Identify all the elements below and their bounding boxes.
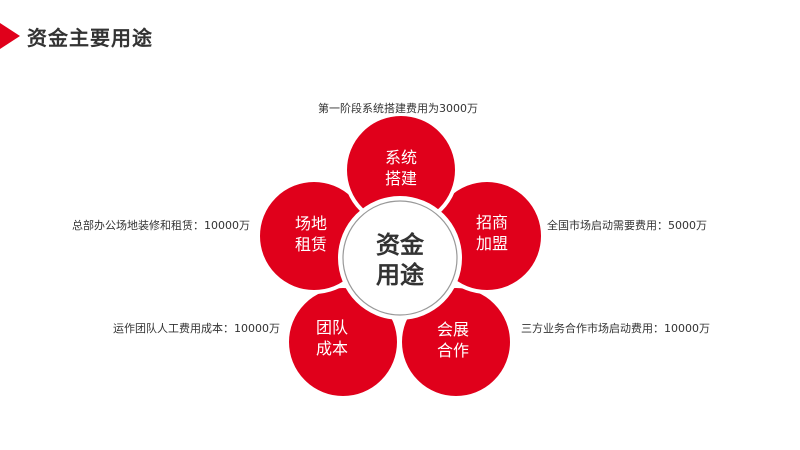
center-label: 资金用途 bbox=[376, 231, 424, 289]
page-title: 资金主要用途 bbox=[27, 26, 153, 50]
petal-franchise: 招商加盟 bbox=[475, 213, 508, 253]
title-marker-icon bbox=[0, 23, 20, 49]
petal-venue: 场地租赁 bbox=[294, 214, 327, 254]
petal-circle-exhibition bbox=[398, 284, 514, 400]
desc-team: 运作团队人工费用成本：10000万 bbox=[113, 322, 280, 335]
desc-exhibition: 三方业务合作市场启动费用：10000万 bbox=[521, 322, 710, 335]
petal-system: 系统搭建 bbox=[384, 148, 417, 188]
desc-system: 第一阶段系统搭建费用为3000万 bbox=[318, 102, 478, 115]
desc-franchise: 全国市场启动需要费用：5000万 bbox=[547, 219, 707, 232]
desc-venue: 总部办公场地装修和租赁：10000万 bbox=[72, 219, 250, 232]
petal-exhibition: 会展合作 bbox=[436, 320, 469, 360]
petal-team: 团队成本 bbox=[315, 318, 348, 358]
